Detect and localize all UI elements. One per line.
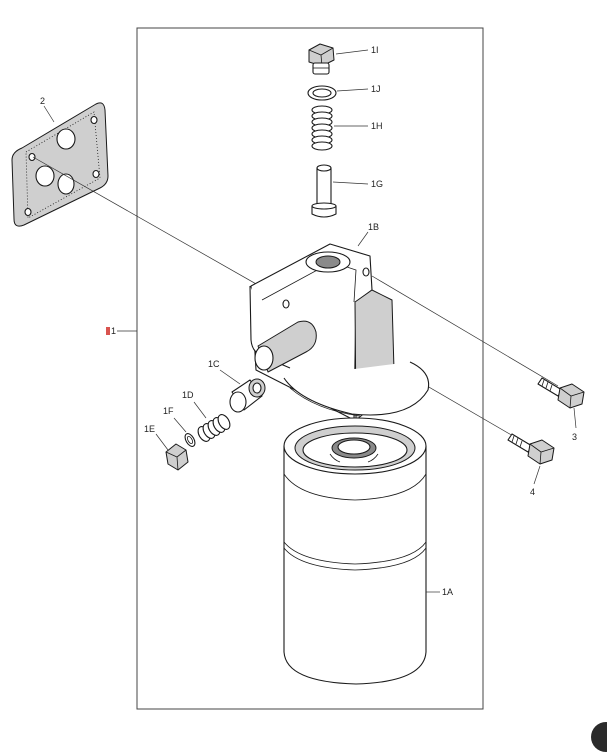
alignment-line-3 bbox=[371, 275, 559, 387]
leader-1E bbox=[155, 433, 169, 451]
callout-1B[interactable]: 1B bbox=[368, 222, 379, 232]
callout-1G[interactable]: 1G bbox=[371, 179, 383, 189]
bolt-4 bbox=[507, 433, 555, 465]
piston-1G bbox=[311, 164, 337, 218]
leader-1D bbox=[193, 401, 207, 419]
assembly-frame bbox=[136, 27, 484, 710]
filter-head-1B bbox=[249, 243, 430, 421]
leader-4 bbox=[533, 465, 541, 485]
leader-3 bbox=[573, 407, 577, 429]
callout-1A[interactable]: 1A bbox=[442, 587, 453, 597]
leader-2 bbox=[43, 105, 55, 123]
callout-1E[interactable]: 1E bbox=[144, 424, 155, 434]
callout-1[interactable]: 1 bbox=[111, 326, 116, 336]
callout-1I[interactable]: 1I bbox=[371, 45, 379, 55]
leader-1C bbox=[219, 369, 241, 385]
callout-1C[interactable]: 1C bbox=[208, 359, 220, 369]
callout-1D[interactable]: 1D bbox=[182, 390, 194, 400]
callout-1F[interactable]: 1F bbox=[163, 406, 174, 416]
highlight-marker bbox=[106, 327, 110, 335]
leader-1I bbox=[335, 49, 369, 55]
plug-1E bbox=[165, 443, 189, 471]
spring-1D bbox=[197, 414, 231, 442]
callout-3[interactable]: 3 bbox=[572, 432, 577, 442]
oring-1J bbox=[307, 85, 337, 101]
plug-1I bbox=[308, 43, 335, 75]
gasket-plate bbox=[11, 102, 109, 227]
leader-1J bbox=[336, 88, 369, 92]
alignment-line-2 bbox=[32, 156, 259, 286]
filter-canister-1A bbox=[283, 417, 427, 685]
leader-1G bbox=[332, 181, 369, 185]
callout-4[interactable]: 4 bbox=[530, 487, 535, 497]
washer-1F bbox=[184, 433, 196, 447]
leader-1B bbox=[357, 231, 369, 247]
valve-1C bbox=[229, 378, 266, 413]
callout-1J[interactable]: 1J bbox=[371, 84, 381, 94]
spring-1H bbox=[311, 105, 333, 151]
callout-2[interactable]: 2 bbox=[40, 96, 45, 106]
leader-1F bbox=[173, 417, 187, 433]
callout-1H[interactable]: 1H bbox=[371, 121, 383, 131]
bolt-3 bbox=[537, 377, 585, 409]
